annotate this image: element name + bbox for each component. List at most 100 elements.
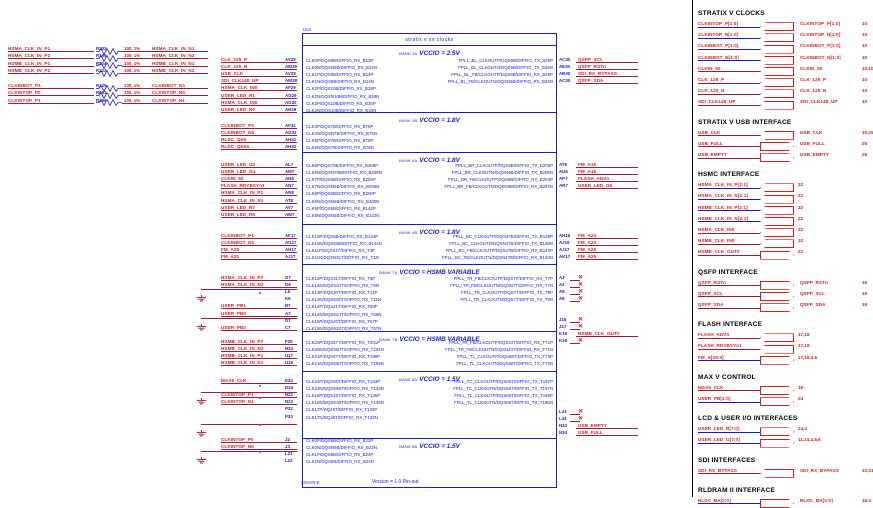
signal-wire [698, 243, 760, 245]
wire [570, 287, 580, 289]
wire [570, 280, 580, 281]
right-net-label: SDI_RX_BYPASS [578, 71, 617, 77]
wire [122, 88, 208, 89]
wire [201, 289, 297, 290]
resistor-symbol [96, 47, 122, 55]
resistor-value: 100, 1% [124, 46, 141, 51]
resistor-net-right: HSMB_CLK_IN_N2 [152, 68, 195, 74]
left-net-label: FLASH_RDYBSYn1 [221, 183, 265, 189]
pin-name-left: CLK17N/DQ45T/DIFFIO_RX_T133N [306, 414, 378, 420]
wire [8, 95, 94, 97]
ball-ref: AC30 [559, 78, 571, 84]
wire [221, 90, 297, 92]
left-net-label: FM_A21 [221, 254, 240, 260]
pin-name-right: FPLL_TL_CLKOUTN/DQS66T/DIFFIO_TX_T195N [453, 400, 553, 406]
port-signal-label: CLKINTOP_P[1:0] [698, 21, 739, 26]
ball-ref: J17 [559, 324, 567, 330]
pin-name-left: CLK2P/DQS10B/DIFFIO_RX_B28P [306, 86, 376, 92]
pin-name-left: CLK22N/DQSN65T/DIFFIO_RX_T133N [306, 386, 384, 392]
ball-ref: D7 [285, 317, 291, 323]
bank-label: BANK 7A [379, 270, 398, 275]
page-reference: 22 [798, 249, 804, 255]
ball-ref: U17 [285, 353, 294, 359]
port-signal-label: HSMA_CLK_IN_P[2:1] [698, 182, 748, 188]
wire [576, 69, 638, 71]
pin-name-left: CLK11P/DQS31T/DIFFIO_RX_T3P [306, 248, 375, 254]
left-net-label: RLDC_QK0n [221, 144, 250, 150]
ball-ref: AJ17 [285, 254, 296, 260]
wire [122, 65, 208, 67]
ball-ref: P33 [285, 413, 293, 419]
ball-ref: AH29 [285, 106, 297, 112]
pin-name-left: CLK7P/DQS6B/DIFFIO_RX_B206P [306, 177, 376, 183]
ball-ref: AL7 [285, 162, 294, 167]
resistor-value: 100, 1% [124, 83, 141, 88]
wire [201, 318, 297, 319]
no-connect-icon: ✕ [578, 288, 584, 295]
bank-divider [303, 112, 556, 113]
resistor-value: 100, 1% [124, 90, 141, 96]
resistor-net-left: HSMA_CLK_IN_P1 [8, 46, 51, 51]
ball-ref: B7 [285, 303, 291, 309]
port-destination-label: RLDC_BA[2:0] [800, 497, 833, 503]
wire [8, 58, 94, 60]
ball-ref: AH31 [285, 137, 297, 143]
pin-name-left: CLK9N/DQSN5B/DIFFIO_RX_B142N [306, 212, 380, 218]
port-symbol-in [760, 228, 794, 238]
port-signal-label: CLKIN_50 [698, 65, 721, 71]
wire [570, 301, 580, 303]
bank-label: BANK 3A [399, 51, 418, 56]
ground-symbol [196, 451, 207, 464]
port-destination-label: CLK_125_P [800, 77, 827, 82]
pin-name-right: FPLL_TL_CLKOUTP/DQS68T/DIFFIO_TX_T73P [456, 354, 553, 360]
ball-ref: C7 [285, 324, 291, 330]
page-reference: 16,4 [862, 497, 871, 503]
left-net-label: CLKIN_50 [221, 176, 244, 182]
pin-name-left: CLK2N/DQSN10B/DIFFIO_RX_B28N [306, 93, 380, 99]
ball-ref: K18 [559, 338, 568, 344]
ball-ref: AT8 [285, 197, 293, 203]
ball-ref: K16 [559, 331, 568, 337]
page-reference: 22 [798, 215, 804, 221]
section-title: RLDRAM II INTERFACE [698, 486, 776, 494]
port-symbol-in [760, 194, 794, 204]
ball-ref: L21 [285, 451, 293, 457]
pin-name-left: CLK1N/DQS8B/DIFFIO_RX_B24N [306, 459, 374, 465]
pin-name-left: CLK21N/DQSN67T/DIFFIO_RX_T199N [306, 361, 384, 367]
section-title: LCD & USER I/O INTERFACES [698, 415, 798, 423]
pin-name-left: CLK17P/DQ45T/DIFFIO_RX_T133P [306, 407, 378, 413]
wire [221, 111, 297, 113]
resistor-value: 100, 1% [124, 68, 141, 74]
pin-name-left: CLK1N/DQS8B/DIFFIO_RX_B24N [306, 79, 374, 85]
port-signal-label: FLASH_ADVn [698, 332, 730, 338]
junction-dot [259, 451, 262, 454]
pin-name-right: FPLL_BR_FB/CLKOUTN/DQSN9B/DIFFIO_RX_B204… [444, 184, 553, 190]
right-net-label: FLASH_ADVn [578, 176, 610, 182]
port-signal-label: QSFP_RSTn [698, 279, 726, 285]
page-reference: 17,18 [798, 332, 810, 338]
ball-ref: AF17 [285, 233, 296, 238]
right-net-label: FM_A19 [578, 162, 597, 167]
port-signal-label: HSMB_CLK_OUT0 [698, 249, 740, 255]
right-net-label: QSFP_SDA [578, 78, 604, 84]
port-signal-label: USB_FULL [698, 140, 723, 146]
right-net-label: FM_A26 [578, 247, 597, 253]
ball-ref: J3 [285, 444, 290, 450]
port-symbol-in [760, 67, 794, 76]
port-symbol-out [760, 438, 794, 448]
resistor-net-left: HSMB_CLK_IN_P2 [8, 68, 51, 74]
ball-ref: N21 [285, 392, 294, 398]
bank-label: BANK 3B [399, 118, 418, 123]
pin-name-right: FPLL_BL_CLKOUTN/DQS9B/DIFFIO_TX_B25N [458, 65, 553, 71]
signal-wire [698, 390, 760, 392]
wire [221, 83, 297, 85]
wire [221, 280, 297, 281]
bank-vccio: VCCIO = HSMB VARIABLE [397, 336, 480, 343]
pin-name-left: CLK1P/DQS8B/DIFFIO_RX_B24P [306, 452, 374, 458]
wire [576, 188, 638, 190]
resistor-net-left: HSMB_CLK_IN_P1 [8, 60, 51, 66]
port-symbol-in [760, 217, 794, 226]
bank-divider [303, 331, 556, 332]
port-symbol-in [760, 344, 794, 354]
left-net-label: MAX5_CLK [221, 378, 247, 383]
